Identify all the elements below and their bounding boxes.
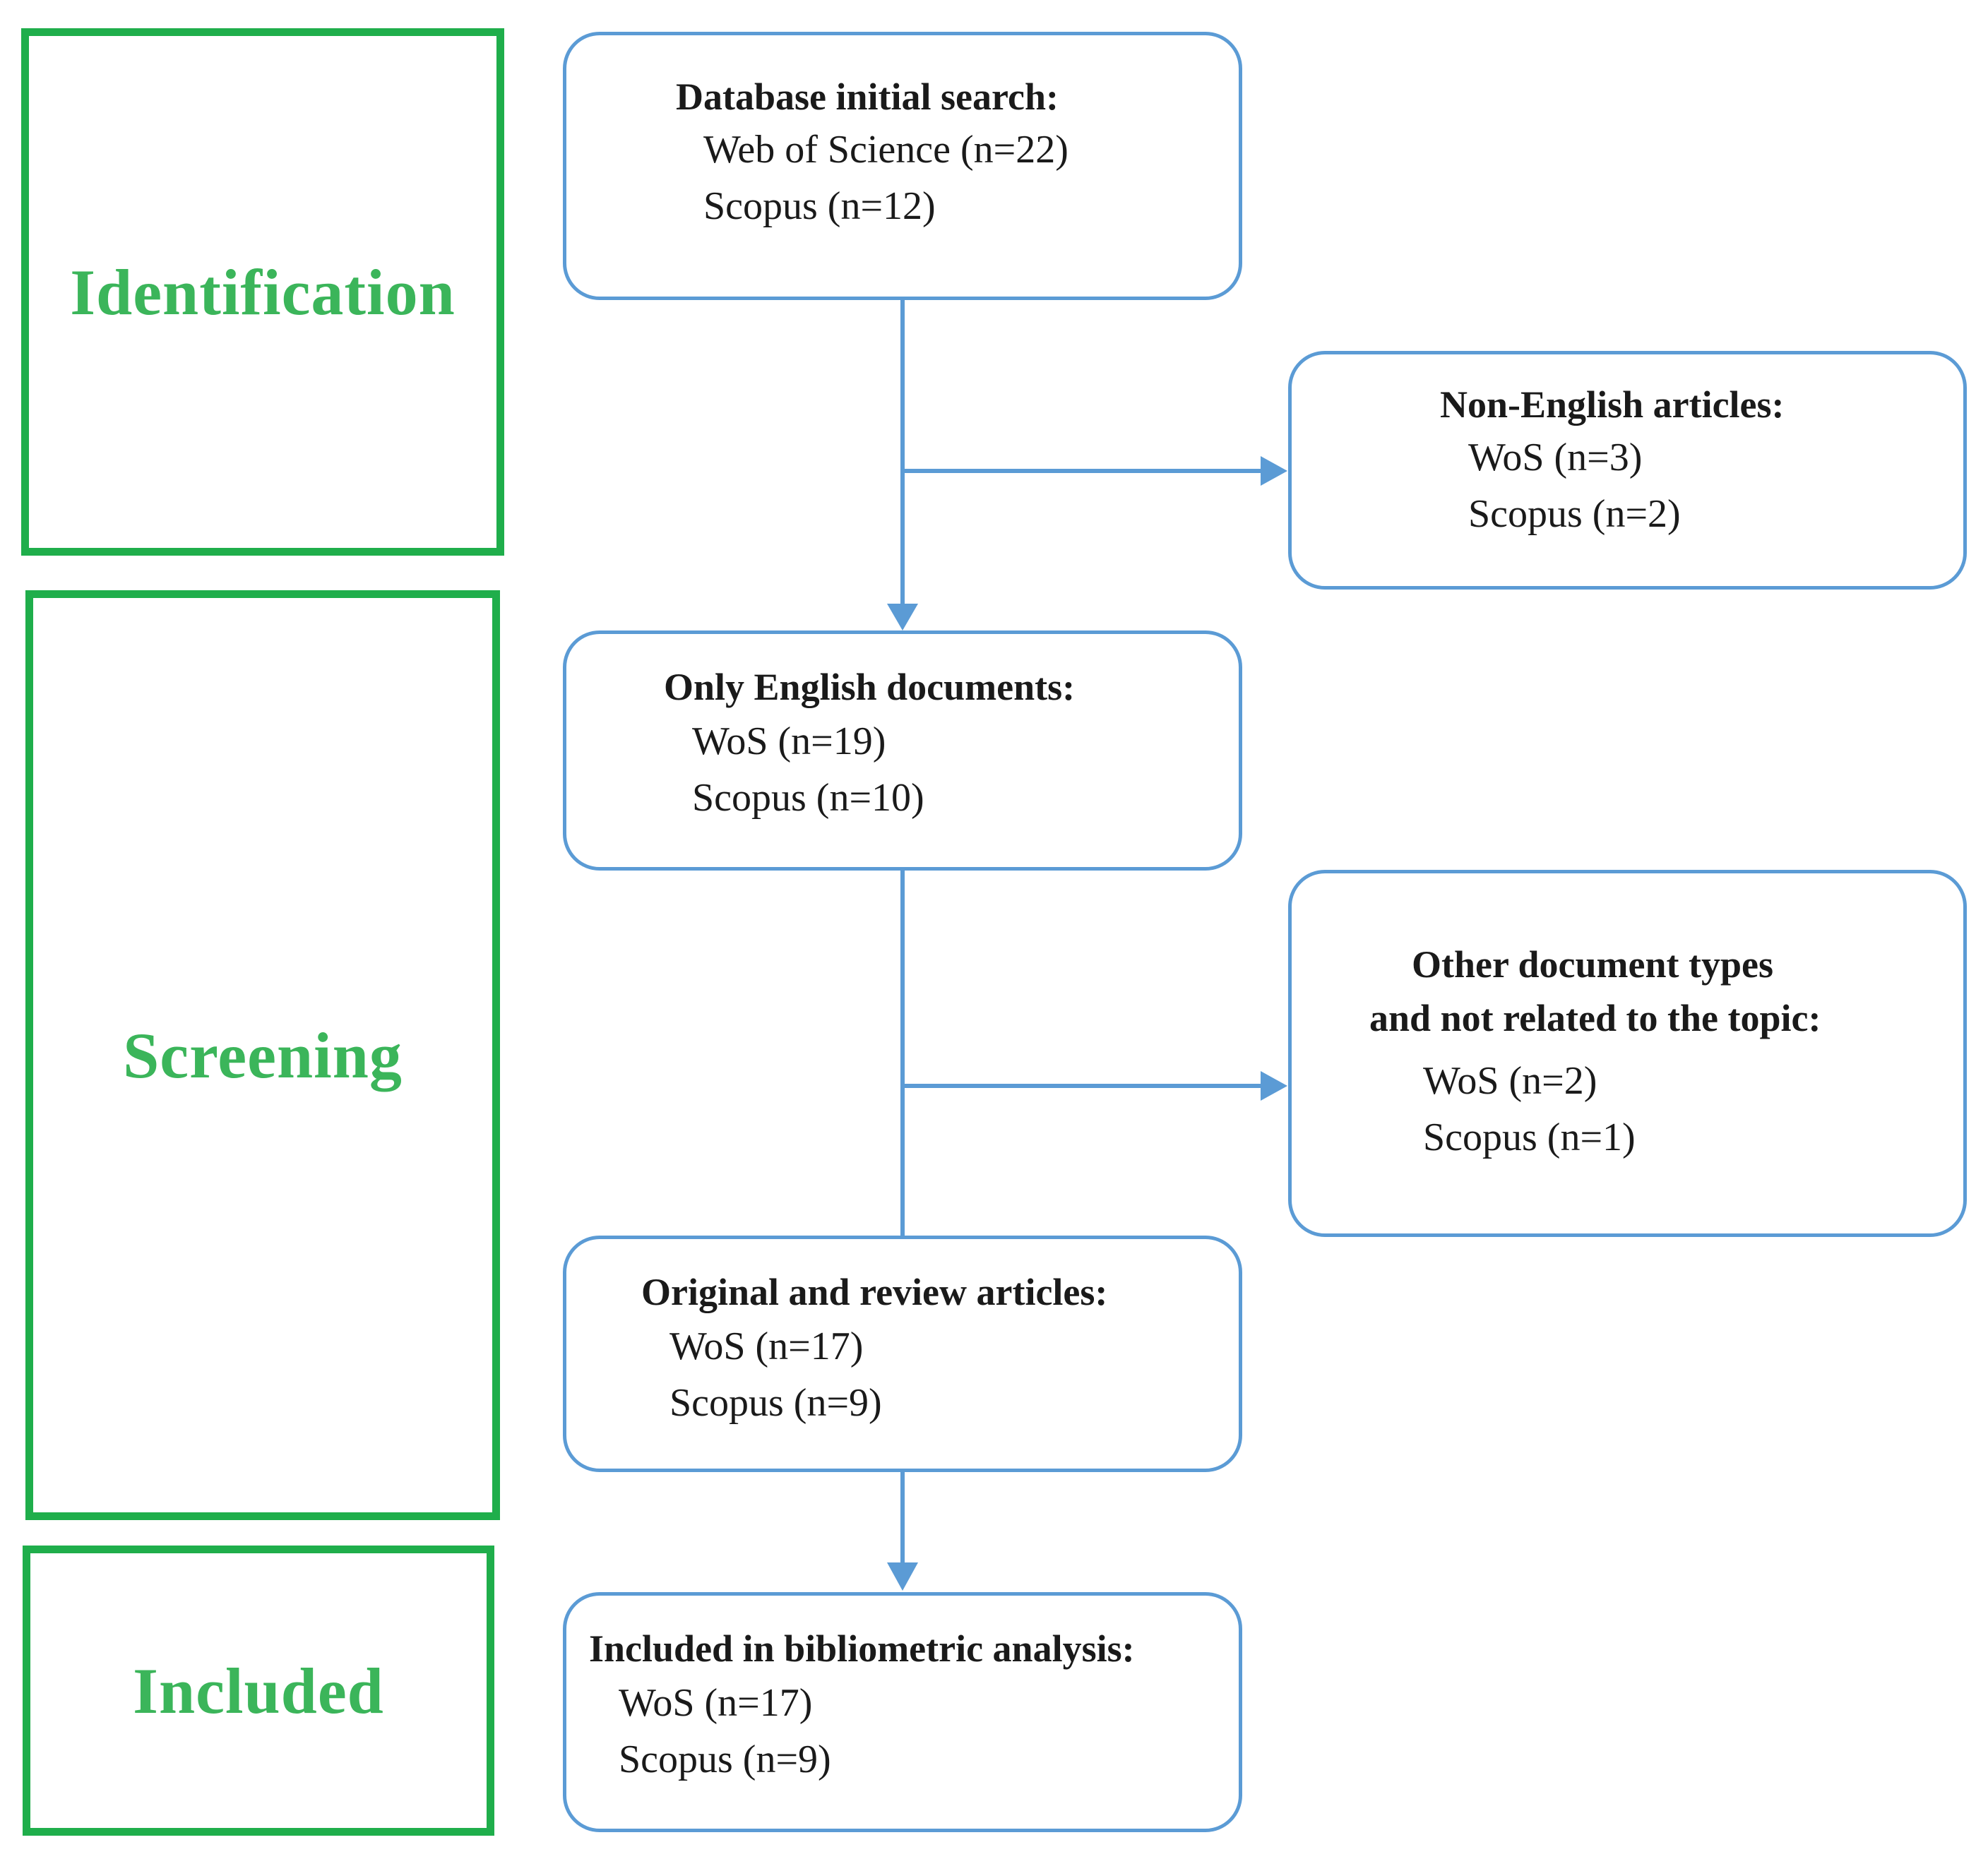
included-title: Included in bibliometric analysis: (589, 1627, 1135, 1670)
box-original-review: Original and review articles: WoS (n=17)… (563, 1236, 1242, 1472)
arrowhead-search-to-english (887, 604, 918, 630)
initial-search-wos: Web of Science (n=22) (703, 128, 1069, 172)
phase-included-label: Included (133, 1654, 384, 1727)
arrowhead-original-to-included (887, 1562, 918, 1591)
arrowhead-other-types (1261, 1071, 1287, 1101)
phase-included: Included (23, 1546, 494, 1836)
original-review-scopus: Scopus (n=9) (669, 1381, 882, 1425)
english-only-wos: WoS (n=19) (692, 719, 886, 763)
other-types-title-line2: and not related to the topic: (1369, 997, 1821, 1039)
initial-search-title: Database initial search: (676, 76, 1059, 118)
non-english-scopus: Scopus (n=2) (1468, 492, 1681, 536)
included-scopus: Scopus (n=9) (619, 1738, 831, 1781)
non-english-title: Non-English articles: (1440, 383, 1785, 426)
box-non-english: Non-English articles: WoS (n=3) Scopus (… (1288, 351, 1967, 590)
phase-identification-label: Identification (70, 256, 456, 328)
box-included: Included in bibliometric analysis: WoS (… (563, 1592, 1242, 1832)
phase-identification: Identification (21, 28, 504, 556)
other-types-wos: WoS (n=2) (1423, 1059, 1597, 1103)
original-review-wos: WoS (n=17) (669, 1325, 864, 1368)
other-types-scopus: Scopus (n=1) (1423, 1116, 1636, 1159)
box-other-types: Other document types and not related to … (1288, 870, 1967, 1237)
other-types-title-line1: Other document types (1412, 943, 1773, 986)
original-review-title: Original and review articles: (641, 1271, 1108, 1313)
english-only-title: Only English documents: (664, 666, 1076, 708)
phase-screening: Screening (25, 590, 500, 1520)
box-english-only: Only English documents: WoS (n=19) Scopu… (563, 630, 1242, 871)
english-only-scopus: Scopus (n=10) (692, 776, 924, 820)
non-english-wos: WoS (n=3) (1468, 436, 1643, 479)
phase-screening-label: Screening (123, 1019, 403, 1092)
box-initial-search: Database initial search: Web of Science … (563, 32, 1242, 300)
arrowhead-non-english (1261, 456, 1287, 486)
initial-search-scopus: Scopus (n=12) (703, 184, 936, 228)
included-wos: WoS (n=17) (619, 1681, 813, 1725)
